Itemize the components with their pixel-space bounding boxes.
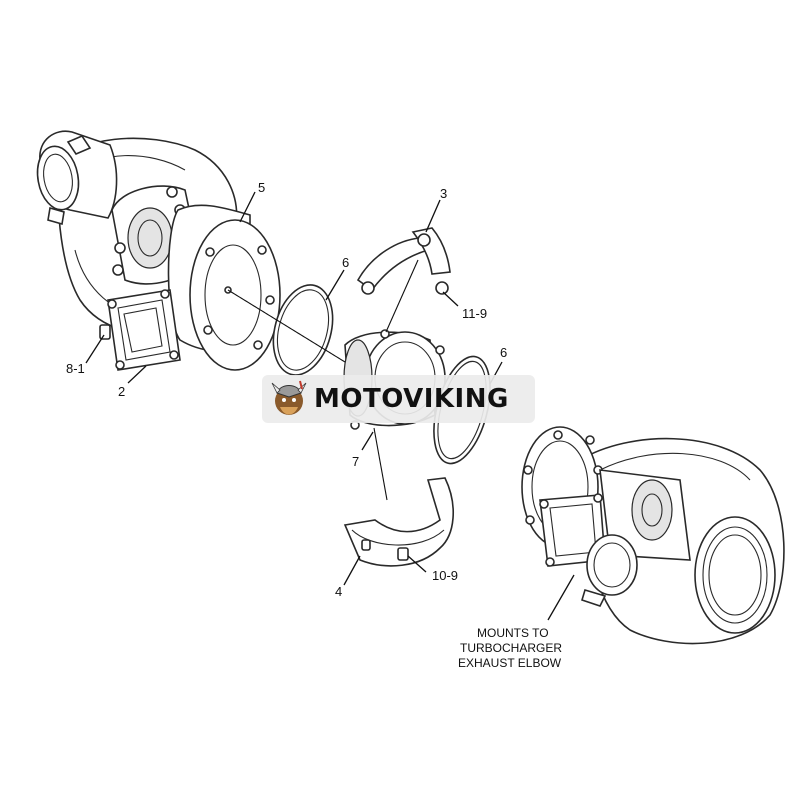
callout-11-9: 11-9 [462,306,487,321]
watermark-banner: MOTOVIKING [262,375,535,423]
gasket-ring-6-upper [272,284,334,376]
callout-6-lower: 6 [500,345,507,360]
callout-5: 5 [258,180,265,195]
callout-4: 4 [335,584,342,599]
turbocharger-right [521,426,785,645]
turbocharger-left [36,130,281,371]
callout-6-upper: 6 [342,255,349,270]
callout-8-1: 8-1 [66,361,85,376]
note-line-1: MOUNTS TO [477,626,549,640]
clamp-half-3 [356,227,451,295]
callout-3: 3 [440,186,447,201]
clamp-half-4 [343,477,455,567]
note-line-2: TURBOCHARGER [460,641,562,655]
callout-10-9: 10-9 [432,568,458,583]
viking-logo-icon [271,380,307,415]
watermark-text: MOTOVIKING [314,384,509,414]
callout-2: 2 [118,384,125,399]
callout-7: 7 [352,454,359,469]
note-line-3: EXHAUST ELBOW [458,656,562,670]
